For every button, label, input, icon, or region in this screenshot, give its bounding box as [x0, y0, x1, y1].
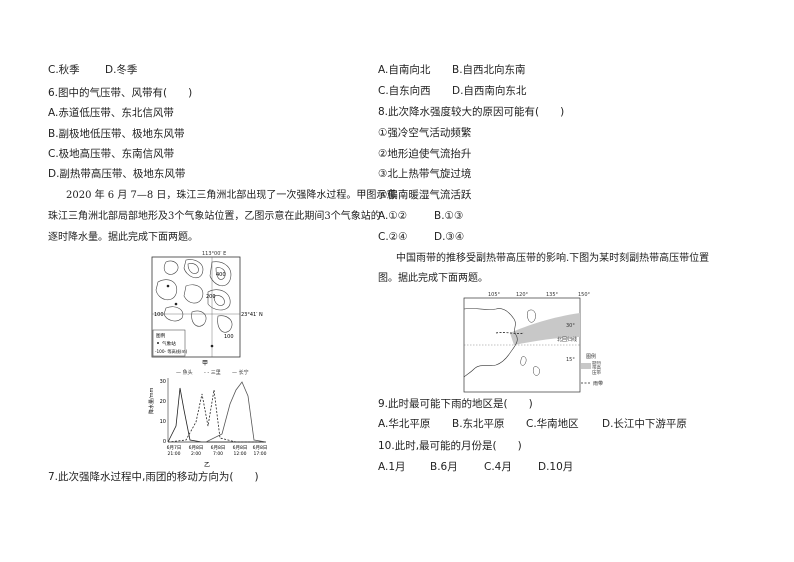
chart-ylabel: 降水量/mm: [148, 387, 155, 414]
q10-option-b: B.6月: [430, 461, 458, 473]
q7-option-c: C.自东向西: [378, 85, 431, 97]
precipitation-chart-yi: — 魚头 - - 三里 — 长宁 降水量/mm 30 20 10 0 6月7日 …: [148, 369, 268, 469]
legend-contour: -100- 等高线(m): [155, 348, 188, 355]
lon-label-120: 120°: [516, 292, 529, 298]
q7-option-b: B.自西北向东南: [452, 64, 526, 76]
map-latitude-label: 23°41′ N: [241, 312, 263, 318]
xtick-2-time: 2:00: [191, 451, 201, 457]
xtick-2-date: 6月8日: [189, 445, 204, 451]
lon-label-135: 135°: [546, 292, 559, 298]
passage2-line-2: 图。据此完成下面两题。: [378, 273, 488, 284]
lat-label-30: 30°: [566, 323, 575, 329]
chart-legend-2: - - 三里: [204, 370, 221, 376]
ytick-0: 0: [163, 439, 166, 445]
q6-option-a: A.赤道低压带、东北信风带: [48, 107, 174, 119]
q9-stem: 9.此时最可能下雨的地区是( ): [378, 398, 533, 410]
q6-option-d: D.副热带高压带、极地东风带: [48, 168, 186, 180]
lon-label-150: 150°: [578, 292, 591, 298]
legend-high-label: 副热带高压带: [592, 361, 601, 375]
q6-stem: 6.图中的气压带、风带有( ): [48, 87, 193, 99]
q6-option-c: C.极地高压带、东南信风带: [48, 148, 175, 160]
contour-label-200: 200: [206, 294, 216, 300]
contour-label-100-a: 100: [154, 312, 164, 318]
q7-option-d: D.自西南向东北: [452, 85, 527, 97]
q7-option-a: A.自南向北: [378, 64, 431, 76]
subtropical-high-band: [510, 313, 580, 345]
xtick-1-time: 21:00: [168, 451, 181, 457]
legend-rain-label: 雨带: [593, 381, 603, 387]
chart-legend-3: — 长宁: [232, 369, 249, 376]
chart-legend-1: — 魚头: [176, 369, 193, 376]
xtick-3-time: 7:00: [213, 451, 223, 457]
q8-option-b: B.①③: [434, 210, 464, 222]
tropic-label: 北回归线: [557, 336, 577, 343]
ytick-30: 30: [160, 379, 166, 385]
q9-option-b: B.东北平原: [452, 418, 505, 430]
coastline: [463, 308, 518, 378]
q8-option-d: D.③④: [434, 231, 465, 243]
q8-item-2: ②地形迫使气流抬升: [378, 148, 472, 160]
q8-item-1: ①强冷空气活动频繁: [378, 127, 472, 139]
q9-option-c: C.华南地区: [526, 418, 579, 430]
xtick-4-time: 12:00: [234, 451, 247, 457]
contour-label-100-b: 100: [224, 334, 234, 340]
q8-item-3: ③北上热带气旋过境: [378, 168, 472, 180]
ytick-10: 10: [160, 419, 166, 425]
q5-option-c: C.秋季: [48, 64, 80, 76]
legend-station: 气象站: [162, 340, 176, 347]
lat-label-15: 15°: [566, 357, 575, 363]
q9-option-d: D.长江中下游平原: [602, 418, 687, 430]
passage2-line-1: 中国雨带的推移受副热带高压带的影响.下图为某时刻副热带高压带位置: [396, 253, 710, 264]
figure-caption-jia: 甲: [202, 360, 208, 366]
contour-label-400: 400: [216, 272, 226, 278]
xtick-1-date: 6月7日: [167, 445, 182, 451]
passage-line-1: 2020 年 6 月 7—8 日，珠江三角洲北部出现了一次强降水过程。甲图示意: [66, 190, 397, 201]
q7-stem: 7.此次强降水过程中,雨团的移动方向为( ): [48, 471, 259, 483]
map-legend-title: 图例: [586, 353, 596, 360]
figure-caption-yi: 乙: [204, 462, 210, 469]
q8-item-4: ④偏南暖湿气流活跃: [378, 189, 472, 201]
q8-stem: 8.此次降水强度较大的原因可能有( ): [378, 106, 565, 118]
q6-option-b: B.副极地低压带、极地东风带: [48, 128, 185, 140]
terrain-map-jia: 113°00′ E 400 200 100 100 23°41′ N 图例 气象…: [151, 251, 263, 366]
legend-title: 图例: [156, 332, 166, 339]
xtick-5-date: 6月8日: [253, 445, 268, 451]
lon-label-105: 105°: [488, 292, 501, 298]
q10-option-c: C.4月: [484, 461, 512, 473]
q10-stem: 10.此时,最可能的月份是( ): [378, 440, 522, 452]
subtropical-high-map: 105° 120° 135° 150° 30° 15° 北回归线 图例 副热带高…: [463, 292, 603, 393]
map-top-longitude-label: 113°00′ E: [202, 251, 226, 257]
legend-high-swatch: [581, 363, 591, 369]
q8-option-a: A.①②: [378, 210, 408, 222]
passage-line-2: 珠江三角洲北部局部地形及3个气象站位置，乙图示意在此期间3个气象站的: [48, 211, 381, 222]
rain-band: [495, 332, 525, 334]
ytick-20: 20: [160, 399, 166, 405]
passage-line-3: 逐时降水量。据此完成下面两题。: [48, 232, 198, 243]
xtick-4-date: 6月8日: [233, 445, 248, 451]
q8-option-c: C.②④: [378, 231, 408, 243]
q10-option-a: A.1月: [378, 461, 406, 473]
xtick-3-date: 6月8日: [211, 445, 226, 451]
q5-option-d: D.冬季: [105, 64, 138, 76]
q10-option-d: D.10月: [538, 461, 574, 473]
q9-option-a: A.华北平原: [378, 418, 431, 430]
xtick-5-time: 17:00: [254, 451, 267, 457]
